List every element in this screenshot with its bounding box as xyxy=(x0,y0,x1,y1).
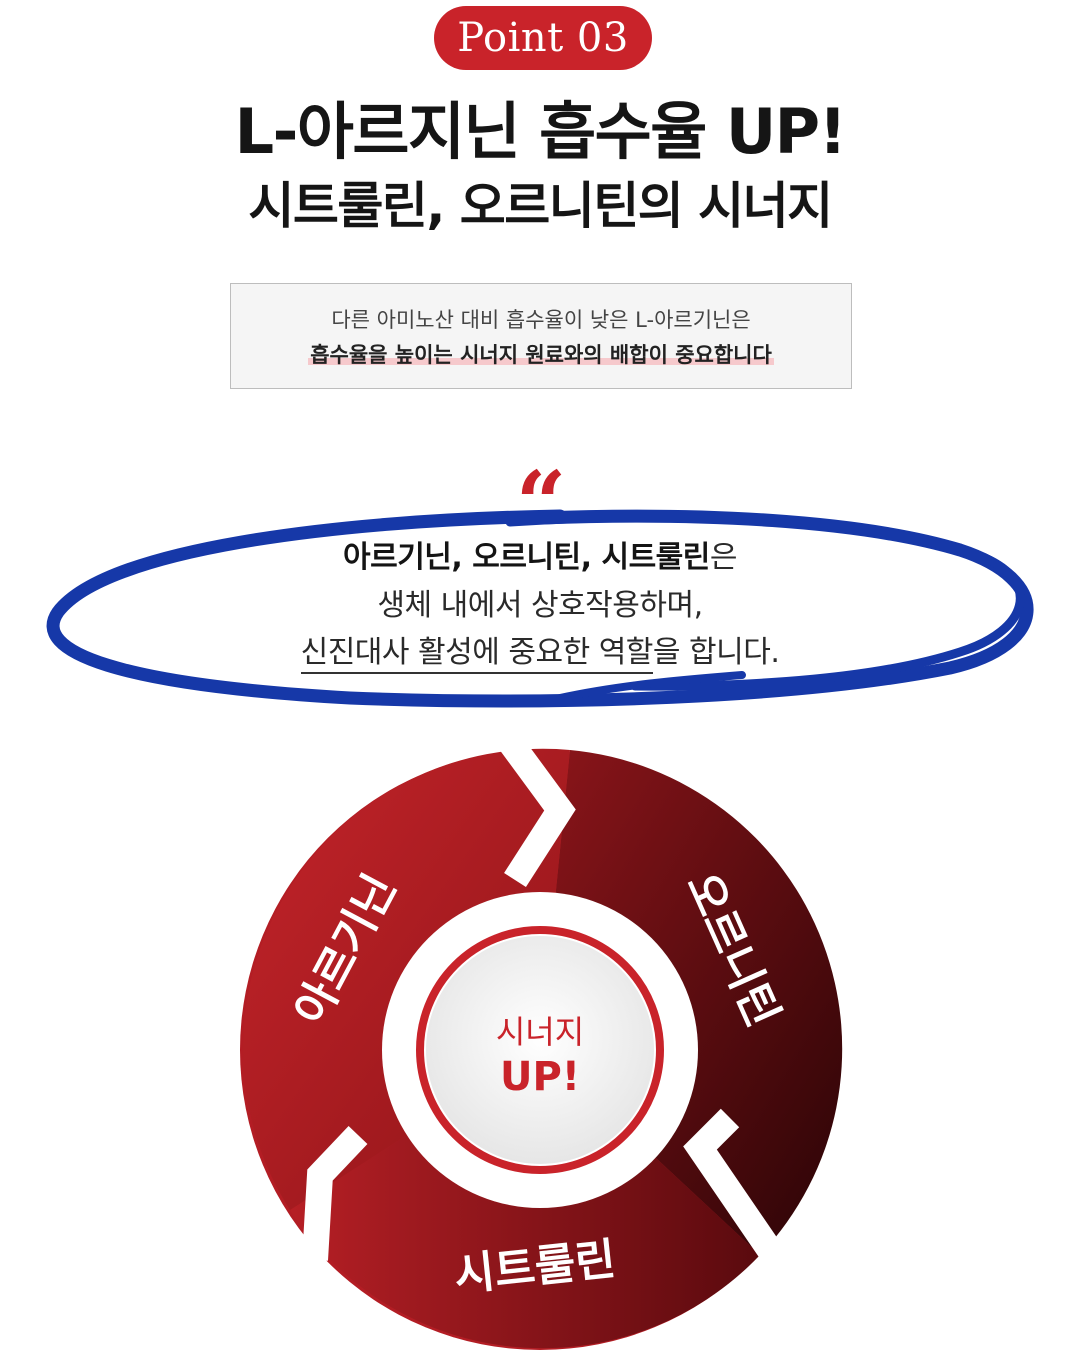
quote-line1-bold: 아르기닌, 오르니틴, 시트룰린 xyxy=(343,540,710,575)
quote-line3-underlined: 신진대사 활성에 중요한 역할 xyxy=(300,635,653,674)
quote-line2: 생체 내에서 상호작용하며, xyxy=(377,588,703,623)
synergy-cycle-diagram xyxy=(240,740,843,1350)
quote-line3-rest: 을 합니다. xyxy=(652,635,780,670)
point-badge: Point 03 xyxy=(434,6,652,70)
center-up-label: UP! xyxy=(499,1054,581,1100)
headline-line2: 시트룰린, 오르니틴의 시너지 xyxy=(248,177,833,235)
info-note-box: 다른 아미노산 대비 흡수율이 낮은 L-아르기닌은 흡수율을 높이는 시너지 … xyxy=(230,283,852,389)
quote-line3: 신진대사 활성에 중요한 역할을 합니다. xyxy=(0,633,1080,674)
hand-drawn-ellipse xyxy=(46,509,1034,708)
note-line1: 다른 아미노산 대비 흡수율이 낮은 L-아르기닌은 xyxy=(331,308,751,332)
headline-line1: L-아르지닌 흡수율 UP! xyxy=(234,95,847,168)
center-synergy-label: 시너지 xyxy=(495,1013,585,1051)
quote-line1: 아르기닌, 오르니틴, 시트룰린은 xyxy=(0,538,1080,578)
note-line2-highlight: 흡수율을 높이는 시너지 원료와의 배합이 중요합니다 xyxy=(308,343,774,367)
note-line2: 흡수율을 높이는 시너지 원료와의 배합이 중요합니다 xyxy=(231,340,851,370)
quote-line1-rest: 은 xyxy=(709,540,738,575)
